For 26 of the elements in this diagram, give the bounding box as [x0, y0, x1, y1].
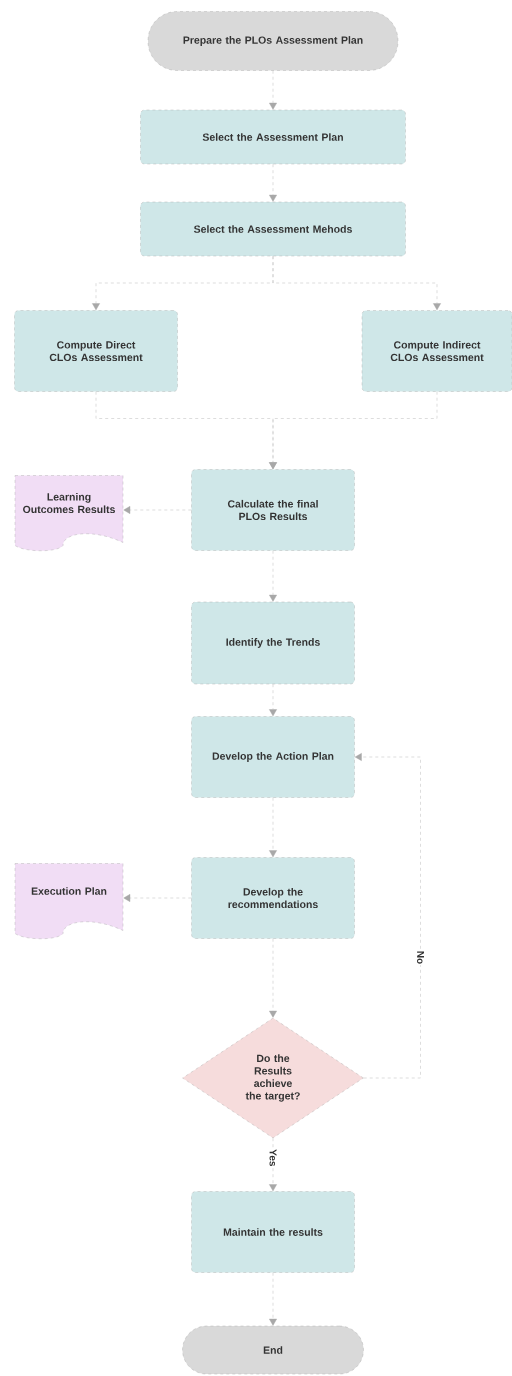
arrow [354, 753, 421, 1079]
arrow [123, 894, 192, 902]
process-box: Develop the recommendations [191, 857, 355, 939]
process-box: Select the Assessment Mehods [140, 201, 406, 257]
process-box: Compute Direct CLOs Assessment [14, 310, 178, 392]
arrow [272, 256, 441, 311]
terminal-box: Prepare the PLOs Assessment Plan [147, 11, 399, 71]
arrow [269, 684, 277, 717]
arrow [269, 391, 438, 470]
process-box: Compute Indirect CLOs Assessment [361, 310, 512, 392]
edge-label: No [416, 949, 425, 966]
arrow [269, 797, 277, 858]
arrow [269, 164, 277, 202]
arrow [269, 70, 277, 110]
process-box: Select the Assessment Plan [140, 109, 406, 165]
edge-label: Yes [268, 1148, 278, 1168]
arrow [269, 550, 277, 602]
process-box: Calculate the final PLOs Results [191, 469, 355, 551]
arrow [269, 1138, 277, 1192]
process-box: Identify the Trends [191, 601, 355, 685]
arrow [269, 938, 277, 1018]
process-box: Maintain the results [191, 1191, 355, 1273]
arrow [123, 506, 192, 514]
process-box: Develop the Action Plan [191, 716, 355, 798]
terminal-box: End [182, 1325, 364, 1375]
arrow [269, 1272, 277, 1326]
